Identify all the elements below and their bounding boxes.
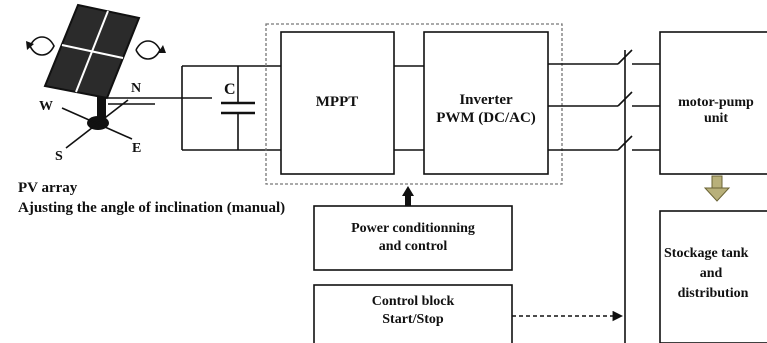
- motor-pump-label-line2: unit: [704, 111, 728, 126]
- inverter-block: Inverter PWM (DC/AC): [423, 31, 549, 175]
- storage-tank-box: [659, 210, 767, 343]
- compass-west: W: [39, 99, 53, 114]
- panel-grid-line: [61, 44, 124, 59]
- control-block-label-line1: Control block: [372, 294, 455, 309]
- control-block: Control block Start/Stop: [313, 284, 513, 343]
- power-conditioning-block: Power conditionning and control: [313, 205, 513, 271]
- three-phase-output: [548, 49, 660, 343]
- compass-line: [65, 99, 129, 149]
- pv-array-title: PV array: [18, 180, 78, 196]
- mppt-label: MPPT: [316, 94, 359, 110]
- rotation-arrow-right-head-icon: [158, 45, 166, 53]
- panel-mast: [97, 97, 106, 119]
- pv-array: N W S E PV array Ajusting the angle of i…: [18, 3, 285, 216]
- motor-pump-block: motor-pump unit: [659, 31, 767, 175]
- dc-bus: [108, 65, 281, 151]
- storage-tank-label-line3: distribution: [678, 286, 749, 301]
- motor-pump-label-line1: motor-pump: [678, 95, 754, 110]
- pv-array-subtitle: Ajusting the angle of inclination (manua…: [18, 200, 285, 216]
- rotation-arrow-left-icon: [29, 36, 55, 56]
- power-conditioning-box: [313, 205, 513, 271]
- rotation-arrow-right-icon: [135, 40, 161, 60]
- mppt-block: MPPT: [280, 31, 395, 175]
- inverter-box: [423, 31, 549, 175]
- mppt-box: [280, 31, 395, 175]
- rotation-arrow-left-head-icon: [26, 41, 34, 50]
- inverter-label-line2: PWM (DC/AC): [436, 110, 536, 126]
- storage-tank-block: Stockage tank and distribution: [659, 210, 767, 343]
- control-arrow-up-icon: [402, 186, 414, 206]
- compass-south: S: [55, 149, 63, 164]
- storage-tank-label-line1: Stockage tank: [664, 246, 749, 261]
- capacitor-label: C: [224, 81, 236, 98]
- inverter-label-line1: Inverter: [459, 92, 513, 108]
- power-conditioning-label-line1: Power conditionning: [351, 221, 475, 236]
- capacitor: C: [221, 81, 255, 115]
- motor-pump-box: [659, 31, 767, 175]
- compass-north: N: [131, 81, 141, 96]
- storage-tank-label-line2: and: [700, 266, 723, 281]
- compass-east: E: [132, 141, 141, 156]
- control-block-box: [313, 284, 513, 343]
- flow-arrow-down-icon: [703, 175, 731, 202]
- control-block-label-line2: Start/Stop: [382, 312, 444, 327]
- power-conditioning-label-line2: and control: [379, 239, 448, 254]
- converter-dashed-frame: [265, 23, 563, 185]
